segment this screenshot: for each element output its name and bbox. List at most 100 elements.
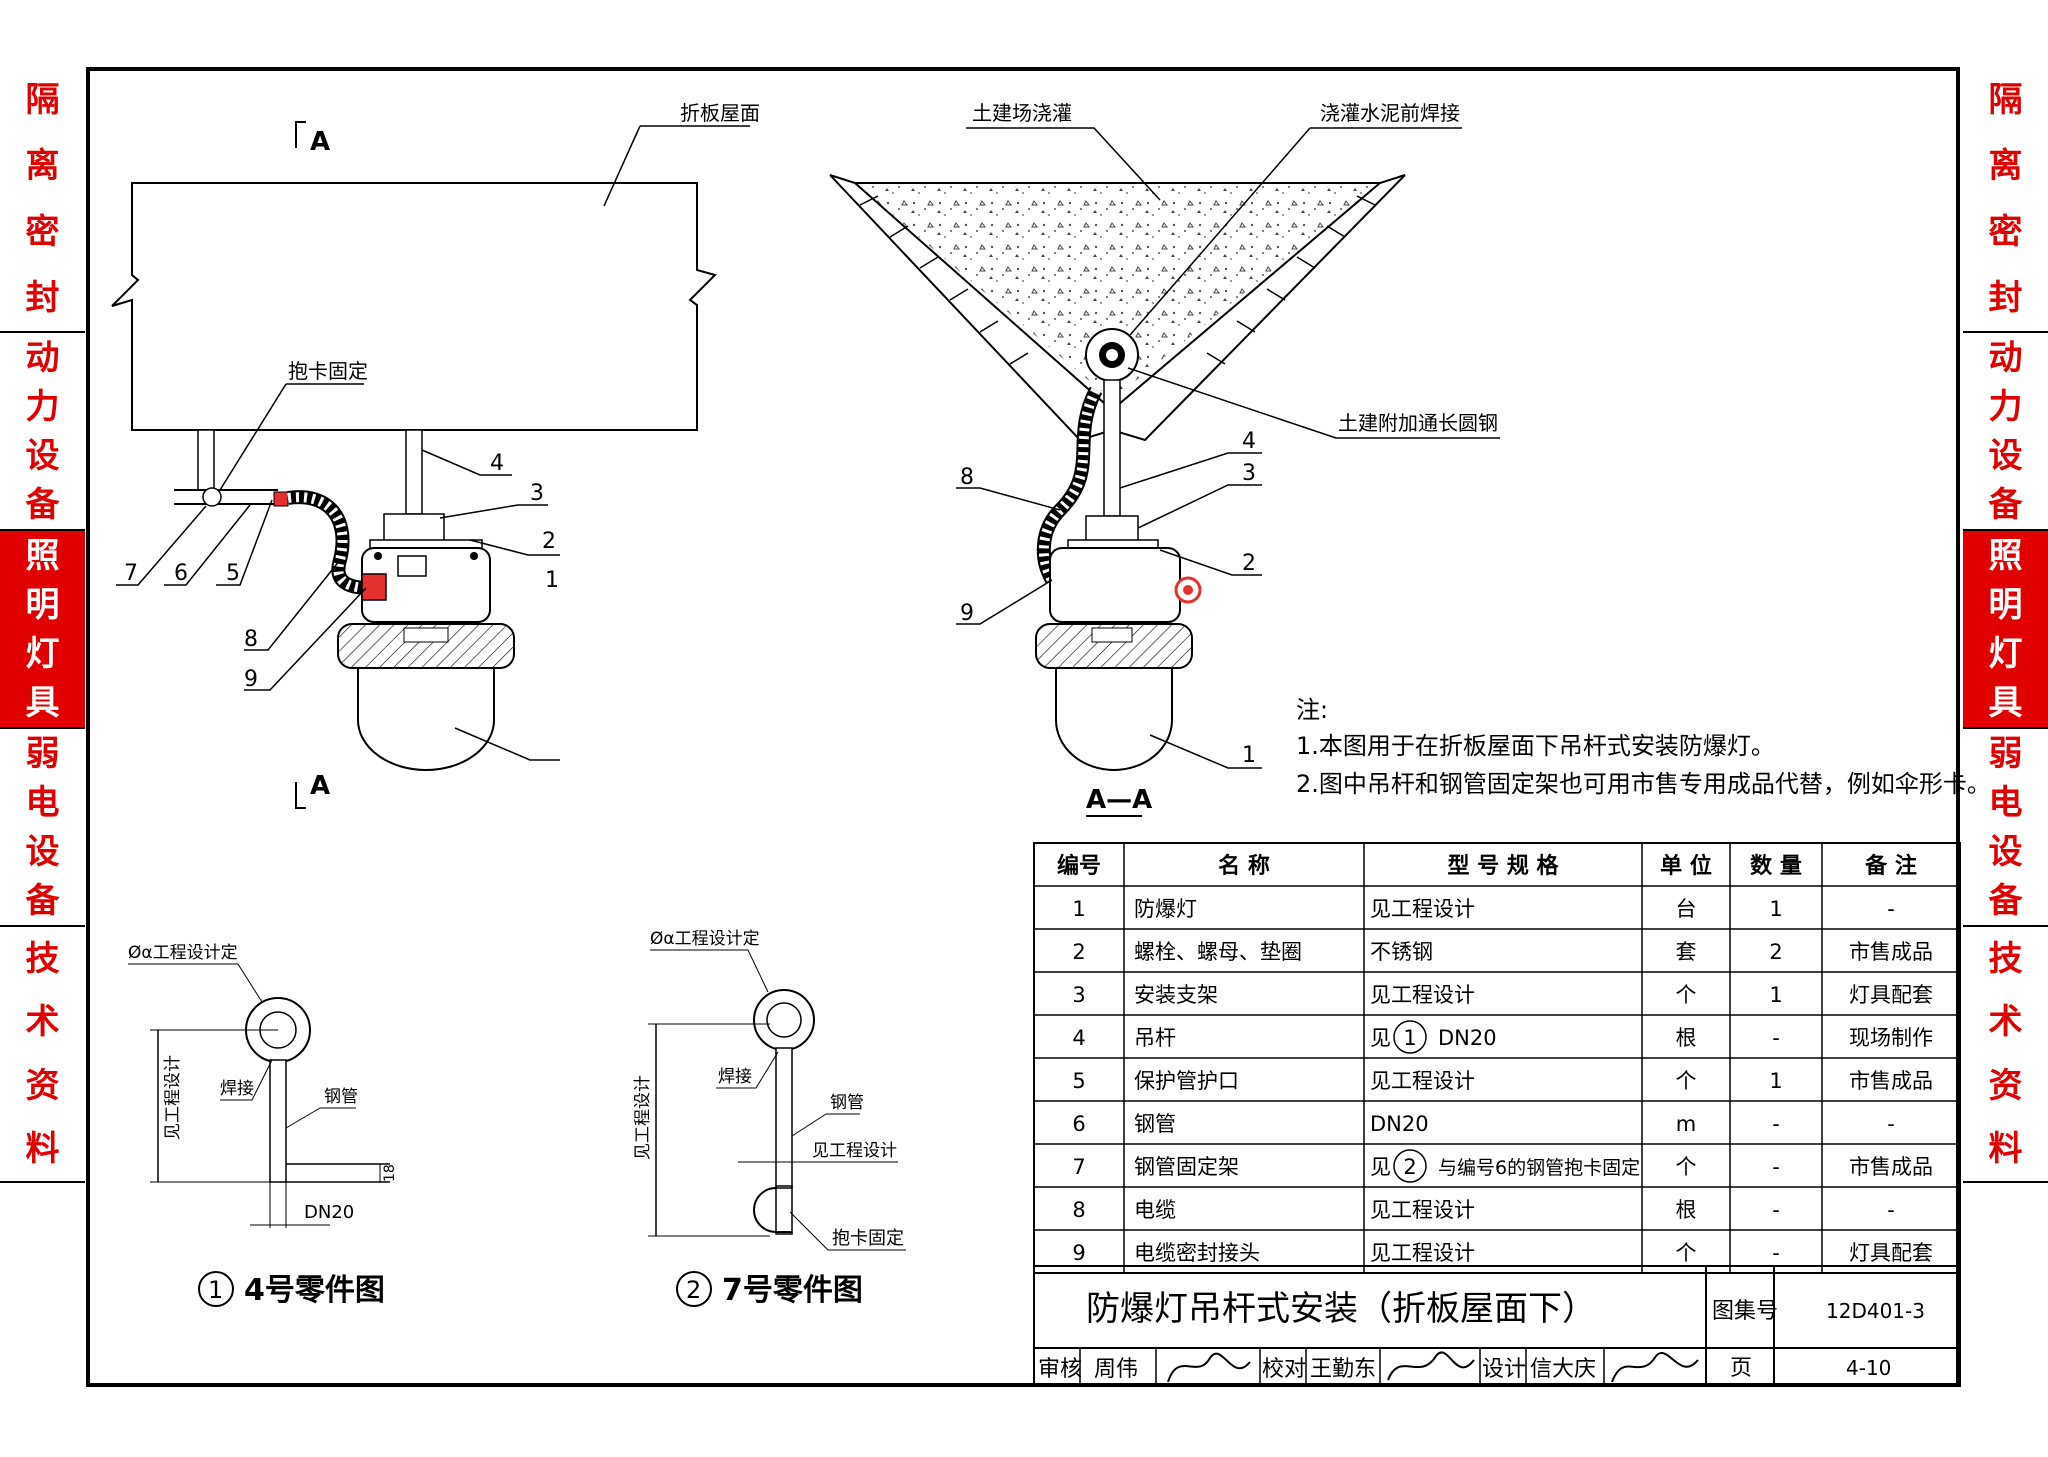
table-cell-remark: 市售成品: [1849, 940, 1933, 964]
table-cell-spec-ref: 1: [1403, 1026, 1416, 1050]
table-cell-no: 8: [1072, 1198, 1085, 1222]
sidebar-category-char: 灯: [1988, 633, 2023, 674]
sidebar-category-char: 动: [1988, 337, 2023, 378]
table-cell-remark: 市售成品: [1849, 1069, 1933, 1093]
detail2-dia: Øα工程设计定: [650, 929, 760, 949]
detail-part-4: 见工程设计 18 DN20 Øα工程设计定 焊接 钢管 1 4号零件图: [128, 943, 398, 1308]
table-cell-name: 防爆灯: [1134, 897, 1197, 921]
table-header: 数 量: [1750, 853, 1802, 879]
label-cast-in-place: 土建场浇灌: [972, 101, 1072, 125]
callout-right-9: 9: [960, 601, 974, 626]
sidebar-category-char: 密: [1988, 212, 2023, 252]
sidebar-category-char: 技: [25, 938, 60, 979]
sidebar-category-char: 封: [1988, 278, 2023, 318]
callout-left-9: 9: [244, 667, 258, 692]
sidebar-category-char: 料: [25, 1129, 60, 1170]
sidebar-category-char: 照: [25, 535, 60, 576]
detail1-height-label: 见工程设计: [163, 1055, 183, 1140]
table-cell-name: 钢管: [1134, 1112, 1176, 1136]
sidebar-right-category-3[interactable]: 照明灯具: [1963, 531, 2048, 729]
section-view: 土建场浇灌 浇灌水泥前焊接 土建附加通长圆钢 1 2 3 4 8: [829, 101, 1500, 817]
sidebar-right-category-5[interactable]: 技术资料: [1963, 927, 2048, 1183]
section-title: A—A: [1086, 785, 1152, 815]
table-cell-name: 保护管护口: [1134, 1069, 1239, 1093]
table-cell-no: 6: [1072, 1112, 1085, 1136]
sidebar-category-char: 封: [25, 278, 60, 318]
table-cell-qty: 1: [1769, 1069, 1782, 1093]
table-cell-qty: -: [1772, 1112, 1780, 1136]
table-cell-name: 螺栓、螺母、垫圈: [1134, 940, 1302, 964]
callout-left-6: 6: [174, 561, 188, 586]
roof-slab: [111, 182, 717, 431]
sidebar-category-char: 照: [1988, 535, 2023, 576]
table-cell-qty: 1: [1769, 897, 1782, 921]
detail2-num: 2: [686, 1276, 701, 1304]
sidebar-left-category-2[interactable]: 动力设备: [0, 333, 85, 531]
checker-signature: [1387, 1351, 1475, 1381]
table-header: 单 位: [1660, 853, 1712, 879]
table-cell-remark: -: [1887, 1112, 1895, 1136]
note-2: 2.图中吊杆和钢管固定架也可用市售专用成品代替，例如伞形卡。: [1296, 770, 1991, 798]
table-cell-unit: 个: [1676, 1155, 1697, 1179]
callout-left-5: 5: [226, 561, 240, 586]
sidebar-category-char: 力: [25, 386, 60, 427]
table-cell-remark: 灯具配套: [1849, 1241, 1933, 1265]
notes-heading: 注:: [1296, 696, 1328, 724]
sidebar-category-char: 术: [1988, 1002, 2023, 1043]
callouts-right: 1 2 3 4 8 9: [956, 429, 1262, 769]
table-cell-unit: 根: [1676, 1198, 1697, 1222]
sidebar-category-char: 设: [1988, 831, 2023, 872]
table-cell-qty: 1: [1769, 983, 1782, 1007]
sidebar-right-category-1[interactable]: 隔离密封: [1963, 67, 2048, 333]
table-header: 编号: [1057, 853, 1101, 879]
sidebar-right-category-2[interactable]: 动力设备: [1963, 333, 2048, 531]
detail2-height-label: 见工程设计: [633, 1075, 653, 1160]
callout-right-1: 1: [1242, 743, 1256, 768]
notes: 注: 1.本图用于在折板屋面下吊杆式安装防爆灯。 2.图中吊杆和钢管固定架也可用…: [1296, 696, 1991, 798]
table-cell-qty: -: [1772, 1198, 1780, 1222]
table-cell-no: 3: [1072, 983, 1085, 1007]
callouts-left: 1 2 3 4 5 6 7 8 9: [116, 449, 560, 761]
sidebar-left-category-1[interactable]: 隔离密封: [0, 67, 85, 333]
sidebar-category-char: 明: [1988, 584, 2023, 625]
sidebar-category-char: 备: [25, 880, 60, 921]
table-cell-spec: DN20: [1370, 1112, 1429, 1136]
callout-left-4: 4: [490, 451, 504, 476]
table-cell-unit: 根: [1676, 1026, 1697, 1050]
table-cell-qty: -: [1772, 1155, 1780, 1179]
table-cell-remark: 市售成品: [1849, 1155, 1933, 1179]
sidebar-category-char: 具: [1988, 682, 2023, 723]
sidebar-category-char: 电: [25, 782, 60, 823]
table-header: 型 号 规 格: [1448, 853, 1560, 879]
callout-right-8: 8: [960, 465, 974, 490]
sidebar-category-char: 隔: [1988, 80, 2023, 120]
label-clamp-left: 抱卡固定: [288, 359, 368, 383]
table-cell-name: 吊杆: [1134, 1026, 1176, 1050]
sidebar-category-char: 设: [25, 435, 60, 476]
callout-right-3: 3: [1242, 461, 1256, 486]
elevation-view: A A 折板屋面 抱卡固定: [111, 101, 760, 809]
table-cell-remark: -: [1887, 1198, 1895, 1222]
table-cell-spec-tail: 与编号6的钢管抱卡固定: [1438, 1157, 1640, 1179]
table-cell-no: 9: [1072, 1241, 1085, 1265]
detail1-weld: 焊接: [220, 1079, 254, 1099]
sidebar-category-char: 术: [25, 1002, 60, 1043]
note-1: 1.本图用于在折板屋面下吊杆式安装防爆灯。: [1296, 732, 1775, 760]
detail1-dim-18: 18: [382, 1164, 398, 1182]
sidebar-category-char: 备: [25, 484, 60, 525]
table-cell-spec-tail: DN20: [1438, 1026, 1497, 1050]
atlas-label: 图集号: [1712, 1299, 1778, 1324]
detail1-dn: DN20: [304, 1202, 354, 1223]
sidebar-left-category-4[interactable]: 弱电设备: [0, 729, 85, 927]
table-cell-name: 钢管固定架: [1134, 1155, 1239, 1179]
sidebar-left-category-5[interactable]: 技术资料: [0, 927, 85, 1183]
sidebar-right-category-4[interactable]: 弱电设备: [1963, 729, 2048, 927]
sidebar-category-char: 灯: [25, 633, 60, 674]
table-cell-spec-ref: 2: [1403, 1155, 1416, 1179]
table-header: 备 注: [1864, 853, 1917, 879]
sidebar-left-category-3[interactable]: 照明灯具: [0, 531, 85, 729]
designer-name: 信大庆: [1530, 1357, 1596, 1382]
section-mark-bottom: A: [310, 771, 330, 801]
sidebar-category-char: 具: [25, 682, 60, 723]
